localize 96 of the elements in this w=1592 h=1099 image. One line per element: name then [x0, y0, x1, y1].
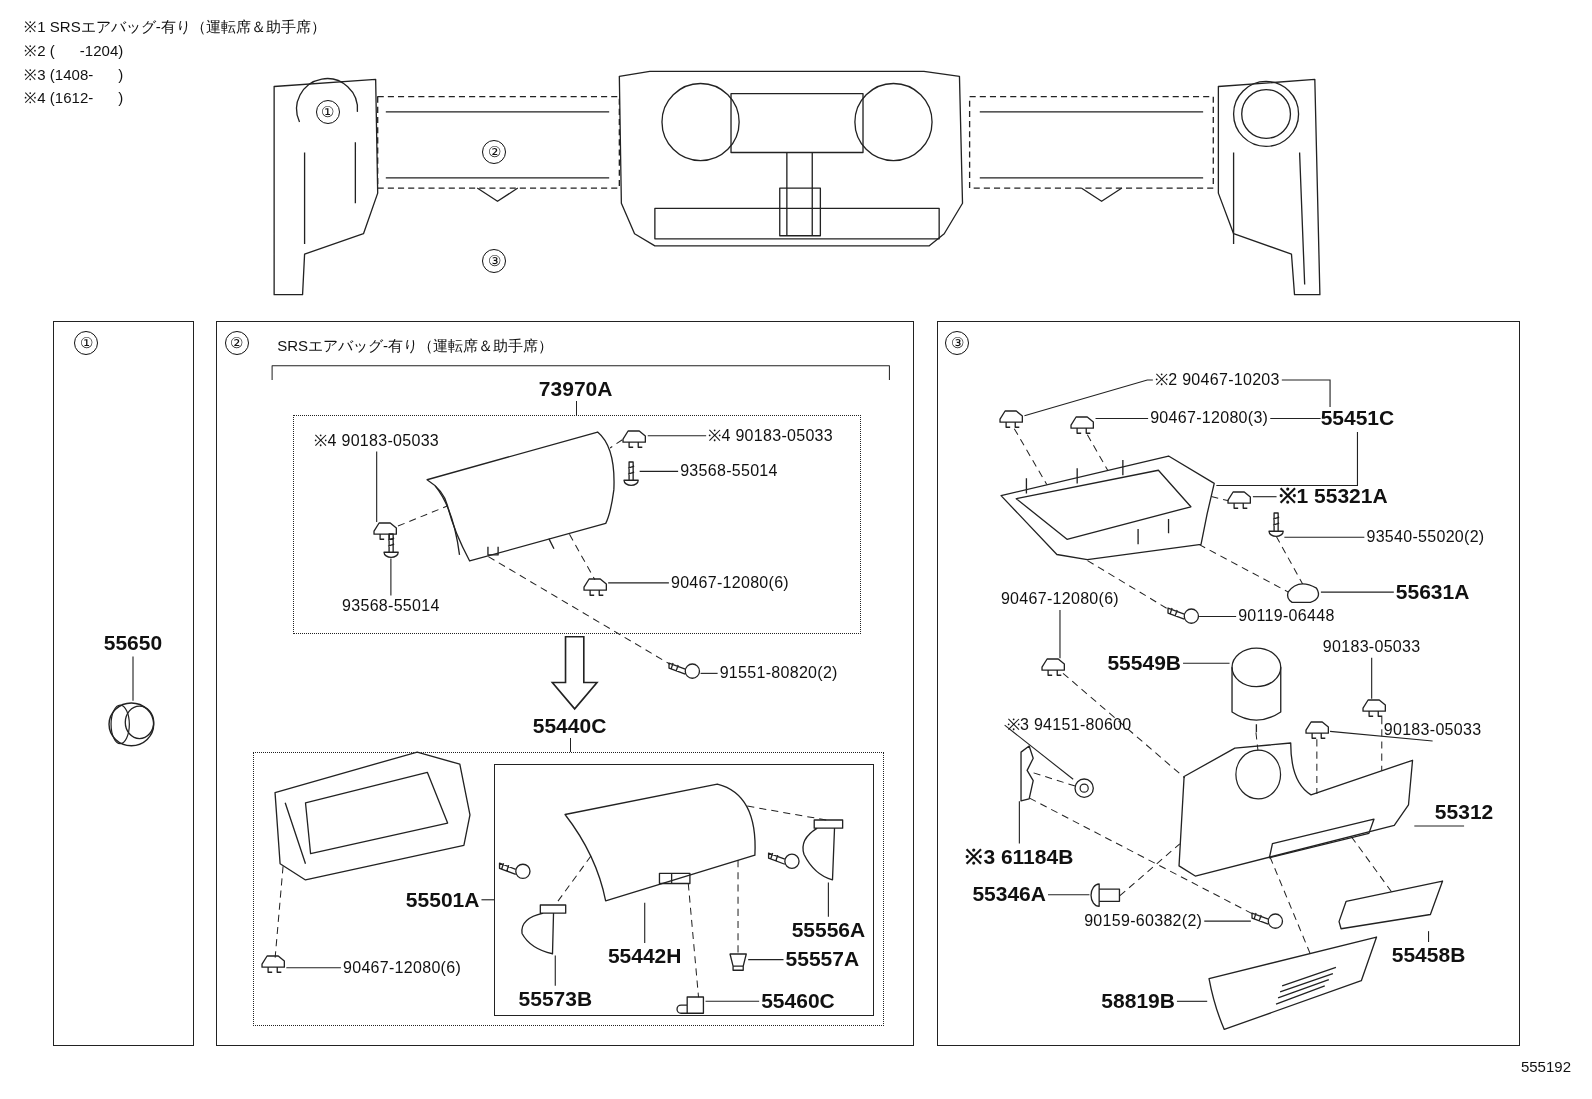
- part-number: 91551-80820(2): [719, 664, 838, 682]
- dashed-guide-line: [487, 556, 671, 665]
- panel-frame: [937, 320, 1520, 1046]
- part-number: 90159-60382(2): [1084, 912, 1203, 930]
- dashed-guide-line: [1033, 772, 1076, 787]
- leader-line: [747, 959, 785, 961]
- part-number: ※3 94151-80600: [1006, 716, 1132, 734]
- part-number: 90467-12080(6): [1000, 590, 1119, 608]
- part-number: 90183-05033: [1322, 637, 1421, 656]
- part-number: 93568-55014: [680, 462, 778, 480]
- leader-line: [390, 558, 392, 597]
- dashed-guide-line: [1119, 843, 1181, 897]
- leader-line: [1413, 825, 1465, 827]
- drawing-number: 555192: [1520, 1057, 1571, 1075]
- part-number: 55312: [1434, 800, 1494, 824]
- leader-line: [1176, 1000, 1208, 1002]
- part-number: 73970A: [538, 377, 613, 401]
- leader-line: [1094, 417, 1149, 420]
- dashed-guide-line: [1381, 716, 1383, 772]
- dashed-guide-line: [1350, 836, 1393, 893]
- part-number: 90467-12080(6): [343, 958, 462, 977]
- part-number: 55557A: [785, 947, 860, 971]
- leader-line: [1215, 431, 1358, 487]
- leader-line: [1281, 379, 1331, 408]
- panel-frame: [52, 320, 194, 1046]
- part-number: 55501A: [405, 888, 480, 912]
- leader-line: [705, 1000, 760, 1002]
- leader-line: [1047, 894, 1090, 896]
- leader-line: [1283, 536, 1365, 538]
- part-number: 55442H: [607, 944, 682, 968]
- panel-frame: [216, 320, 914, 1046]
- leader-line: [480, 899, 495, 901]
- part-number: 58819B: [1101, 989, 1175, 1013]
- part-number: 55440C: [532, 714, 607, 738]
- leader-line: [1182, 662, 1231, 664]
- note-text: ※1 SRSエアバッグ-有り（運転席＆助手席）: [24, 16, 326, 37]
- dashed-guide-line: [1275, 535, 1304, 585]
- leader-line: [639, 470, 679, 472]
- leader-line: [1269, 417, 1322, 420]
- leader-line: [1018, 800, 1020, 845]
- part-number: 55650: [103, 631, 163, 655]
- part-number: 93540-55020(2): [1366, 528, 1485, 546]
- dashed-guide-line: [397, 505, 449, 527]
- leader-line: [644, 902, 646, 944]
- note-text: ※4 (1612- ): [24, 88, 124, 108]
- part-number: ※4 90183-05033: [708, 426, 833, 445]
- leader-line: [554, 954, 556, 987]
- group-frame: [494, 764, 875, 1017]
- part-number: 90467-12080(3): [1150, 409, 1269, 428]
- leader-line: [1023, 379, 1154, 417]
- leader-line: [1059, 609, 1061, 659]
- part-number: 90467-12080(6): [670, 573, 789, 592]
- dashed-guide-line: [1198, 543, 1289, 593]
- part-number: 55458B: [1391, 943, 1466, 967]
- part-number: 93568-55014: [342, 597, 440, 615]
- leader-line: [285, 967, 342, 969]
- leader-line: [827, 881, 829, 918]
- panel-heading: SRSエアバッグ-有り（運転席＆助手席）: [277, 336, 553, 356]
- part-number: ※1 55321A: [1278, 484, 1388, 508]
- dashed-guide-line: [609, 439, 623, 449]
- leader-line: [1428, 930, 1430, 943]
- part-number: 55451C: [1320, 406, 1395, 430]
- part-number: 55346A: [972, 882, 1046, 906]
- leader-line: [1198, 615, 1237, 618]
- part-number: 55460C: [761, 989, 835, 1013]
- leader-line: [1004, 724, 1074, 780]
- leader-line: [607, 582, 670, 584]
- part-number: ※2 90467-10203: [1154, 370, 1280, 389]
- part-number: 55556A: [791, 918, 866, 942]
- note-text: ※2 ( -1204): [24, 40, 124, 60]
- dashed-guide-line: [569, 533, 596, 581]
- leader-line: [647, 435, 707, 437]
- note-text: ※3 (1408- ): [24, 65, 124, 85]
- dashed-guide-line: [687, 882, 700, 998]
- dashed-guide-line: [1255, 731, 1259, 752]
- dashed-guide-line: [1013, 428, 1048, 486]
- leader-line: [1320, 591, 1395, 593]
- part-number: 90119-06448: [1238, 607, 1335, 626]
- part-number: ※3 61184B: [965, 845, 1074, 869]
- leader-line: [132, 655, 134, 702]
- dashed-guide-line: [1086, 434, 1109, 471]
- leader-line: [376, 451, 378, 523]
- leader-line: [1203, 920, 1252, 922]
- dashed-guide-line: [1062, 672, 1186, 779]
- part-number: 55573B: [518, 987, 593, 1011]
- leader-line: [1252, 496, 1278, 498]
- hollow-arrow: [550, 635, 599, 711]
- leader-line: [700, 672, 719, 674]
- leader-line: [1371, 657, 1373, 700]
- part-number: 90183-05033: [1383, 721, 1482, 739]
- dashed-guide-line: [1269, 856, 1311, 955]
- part-number: 55631A: [1395, 580, 1470, 604]
- part-number: ※4 90183-05033: [314, 431, 440, 450]
- dashed-guide-line: [1210, 496, 1230, 502]
- leader-line: [1329, 730, 1434, 742]
- part-number: 55549B: [1107, 651, 1181, 675]
